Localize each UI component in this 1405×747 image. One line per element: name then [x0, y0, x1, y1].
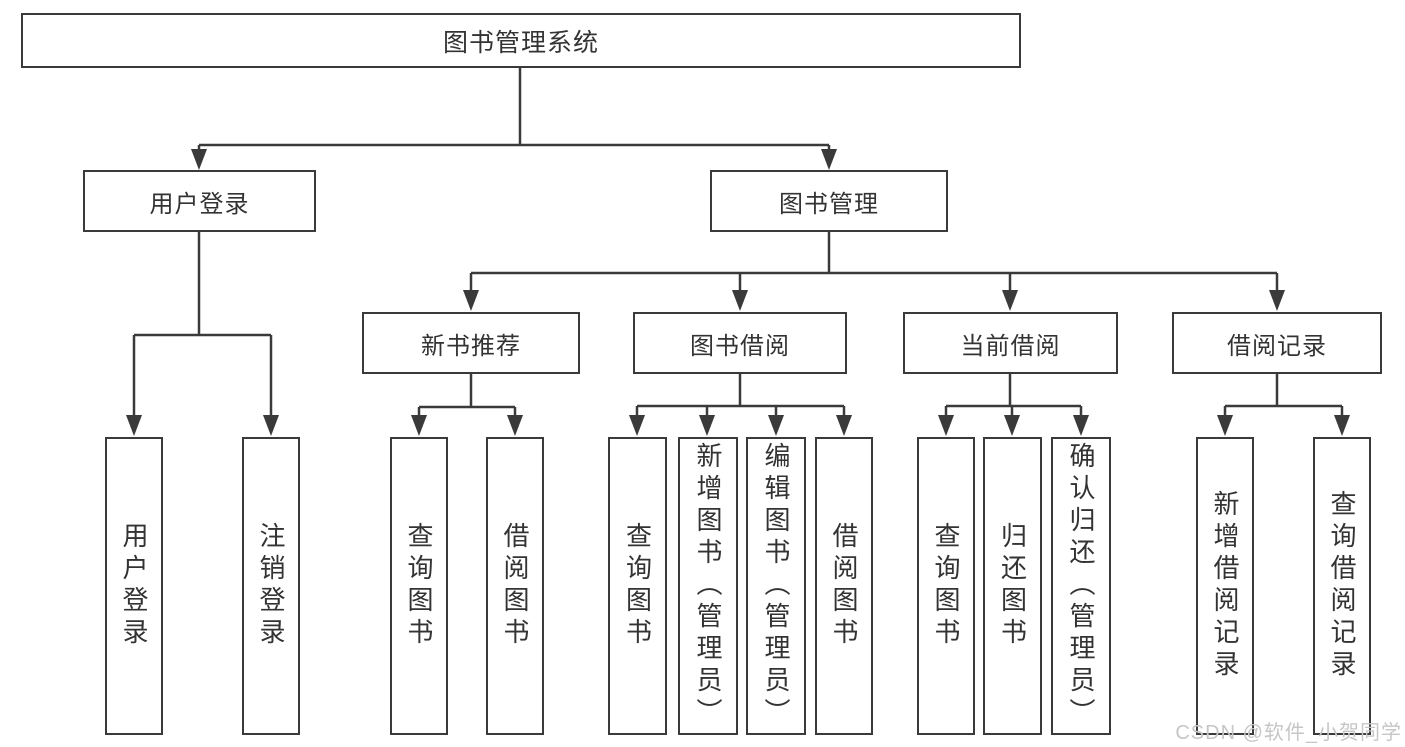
connector-user-login-to-leaves	[126, 232, 279, 436]
leaf-return-books: 归还图书	[983, 437, 1042, 735]
book-borrow-node: 图书借阅	[633, 312, 847, 374]
borrow-record-node: 借阅记录	[1172, 312, 1382, 374]
leaf-add-borrow-record: 新增借阅记录	[1196, 437, 1254, 735]
root-node: 图书管理系统	[21, 13, 1021, 68]
leaf-borrow-books-borrow: 借阅图书	[815, 437, 873, 735]
leaf-query-books-current: 查询图书	[917, 437, 975, 735]
connector-borrow-record-to-leaves	[1217, 374, 1350, 436]
leaf-confirm-return-admin: 确认归还（管理员）	[1051, 437, 1111, 735]
connector-book-borrow-to-leaves	[629, 374, 852, 436]
leaf-add-books-admin: 新增图书（管理员）	[678, 437, 738, 735]
leaf-borrow-books-newbook: 借阅图书	[486, 437, 544, 735]
leaf-query-borrow-record: 查询借阅记录	[1313, 437, 1371, 735]
leaf-edit-books-admin: 编辑图书（管理员）	[746, 437, 806, 735]
watermark: CSDN @软件_小贺同学	[1175, 722, 1402, 744]
leaf-query-books-newbook: 查询图书	[390, 437, 448, 735]
new-book-node: 新书推荐	[362, 312, 580, 374]
connector-new-book-to-leaves	[411, 374, 523, 436]
book-mgmt-node: 图书管理	[710, 170, 948, 232]
connector-current-borrow-to-leaves	[938, 374, 1089, 436]
leaf-user-login: 用户登录	[105, 437, 163, 735]
current-borrow-node: 当前借阅	[903, 312, 1118, 374]
connector-root-to-level2	[191, 68, 837, 170]
leaf-query-books-borrow: 查询图书	[608, 437, 667, 735]
leaf-logout: 注销登录	[242, 437, 300, 735]
connector-book-mgmt-to-level3	[463, 232, 1285, 311]
user-login-node: 用户登录	[83, 170, 316, 232]
